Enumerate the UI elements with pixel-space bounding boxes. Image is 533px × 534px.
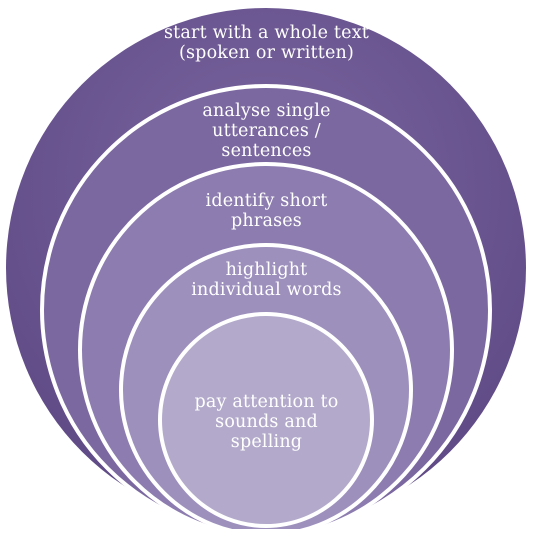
label-short-phrases: identify short phrases (205, 191, 328, 231)
ring-level-5 (158, 312, 374, 528)
label-utterances-sentences: analyse single utterances / sentences (202, 101, 331, 161)
label-whole-text: start with a whole text (spoken or writt… (163, 23, 370, 63)
label-sounds-spelling: pay attention to sounds and spelling (194, 392, 339, 452)
label-individual-words: highlight individual words (191, 260, 342, 300)
